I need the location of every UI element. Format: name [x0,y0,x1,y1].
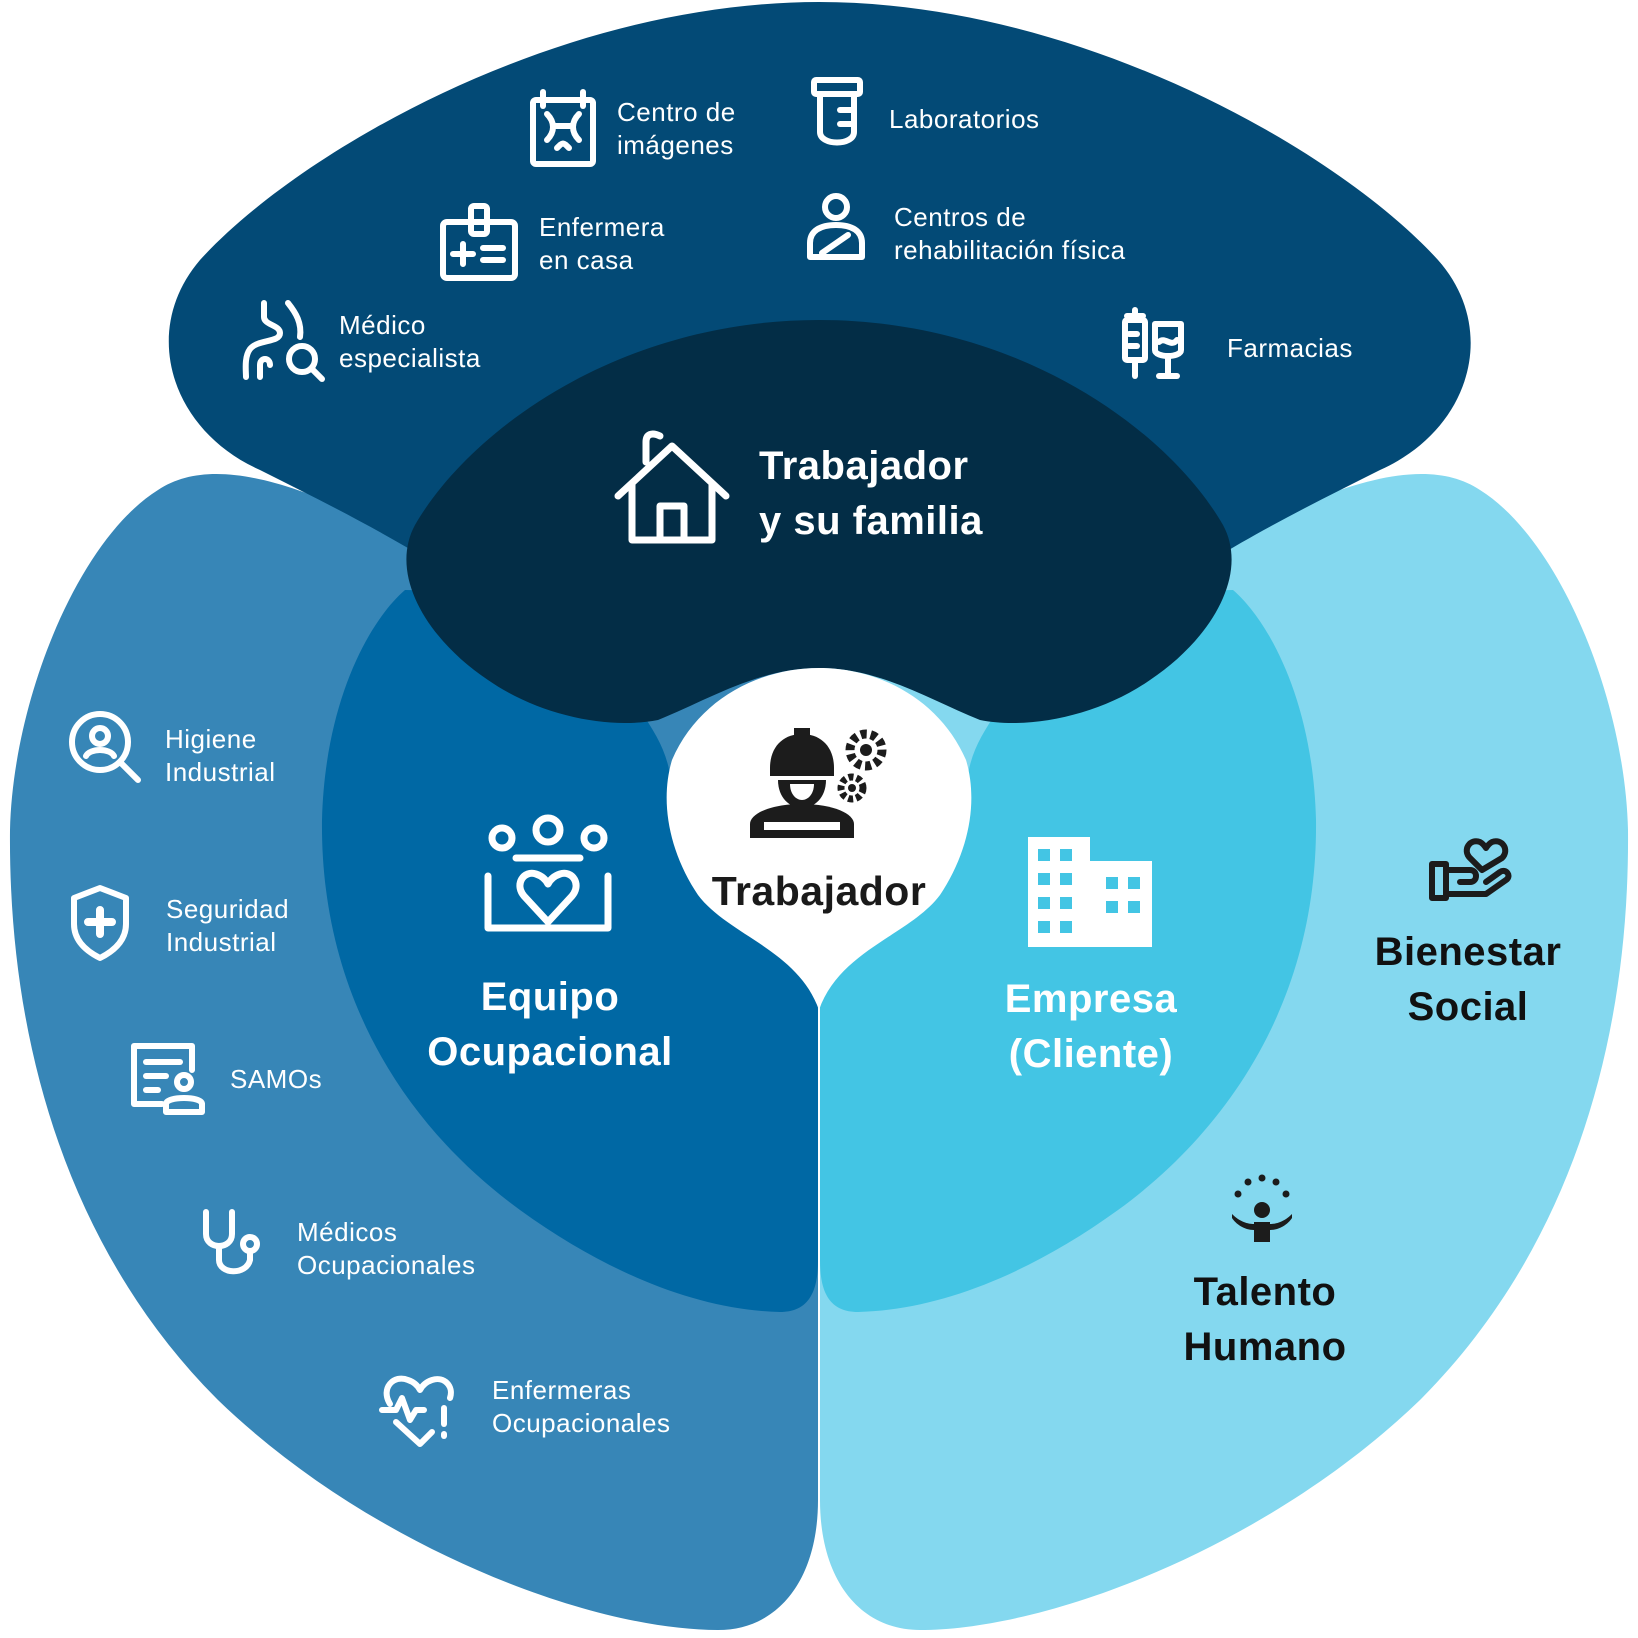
nurse-badge-icon [440,203,518,281]
top-inner-petal [406,320,1232,724]
worker-gears-icon [750,728,887,838]
shield-cross-icon [71,885,129,961]
center-area [666,668,972,1010]
label-farmacias: Farmacias [1227,333,1353,363]
specialist-icon [242,300,325,382]
xray-icon [530,89,596,167]
left-inner-petal [321,590,818,1312]
label-trabajador-center: Trabajador [711,868,927,914]
hand-heart-icon [1429,838,1512,901]
house-icon [614,430,730,544]
building-icon [1028,837,1152,947]
label-empresa-cliente: Empresa(Cliente) [1004,977,1178,1077]
label-laboratorios: Laboratorios [889,104,1040,134]
rehab-person-icon [807,193,865,260]
heart-pulse-icon [379,1375,454,1447]
document-person-icon [131,1043,205,1115]
magnifier-person-icon [69,711,141,783]
team-heart-icon [484,814,612,932]
test-tube-icon [811,77,863,146]
label-samos: SAMOs [230,1064,323,1094]
pharmacy-icon [1122,307,1184,379]
stethoscope-icon [203,1209,260,1275]
person-sparkle-icon [1232,1174,1292,1242]
right-inner-petal [820,590,1317,1312]
